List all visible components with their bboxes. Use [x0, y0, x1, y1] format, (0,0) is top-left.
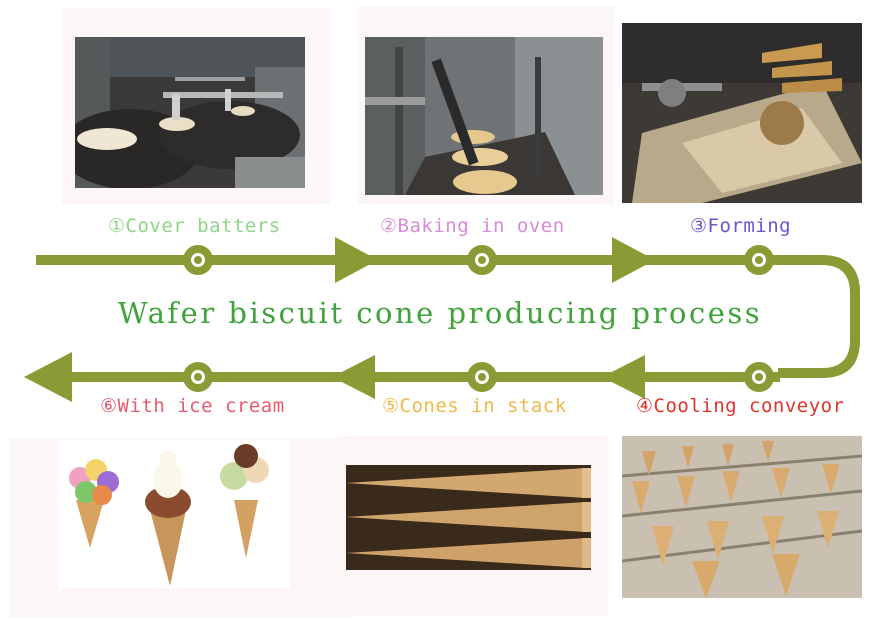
- forming-photo: [622, 23, 862, 203]
- top-flow-line: [36, 255, 778, 265]
- arrowhead-right-2: [612, 237, 655, 283]
- cones-stack-photo: [346, 465, 591, 570]
- arrowhead-left-1: [602, 355, 645, 399]
- step-label-forming: ③Forming: [690, 215, 792, 237]
- cooling-conveyor-photo: [622, 436, 862, 598]
- arrowhead-right-1: [335, 237, 378, 283]
- ice-cream-photo: [58, 440, 290, 588]
- baking-oven-photo: [365, 37, 603, 195]
- step-label-baking-oven: ②Baking in oven: [380, 215, 565, 237]
- step-label-cover-batters: ①Cover batters: [108, 215, 281, 237]
- flow-nodes: [183, 245, 774, 392]
- bottom-flow-line: [60, 372, 780, 382]
- arrowhead-left-2: [332, 355, 375, 399]
- diagram-title: Wafer biscuit cone producing process: [117, 296, 763, 330]
- step-label-ice-cream: ⑥With ice cream: [100, 395, 285, 417]
- right-loop-connector: [778, 255, 860, 378]
- step-label-cones-stack: ⑤Cones in stack: [382, 395, 567, 417]
- cover-batters-photo: [75, 37, 305, 188]
- step-label-cooling-conveyor: ④Cooling conveyor: [636, 395, 845, 417]
- arrowhead-left-end: [24, 352, 72, 402]
